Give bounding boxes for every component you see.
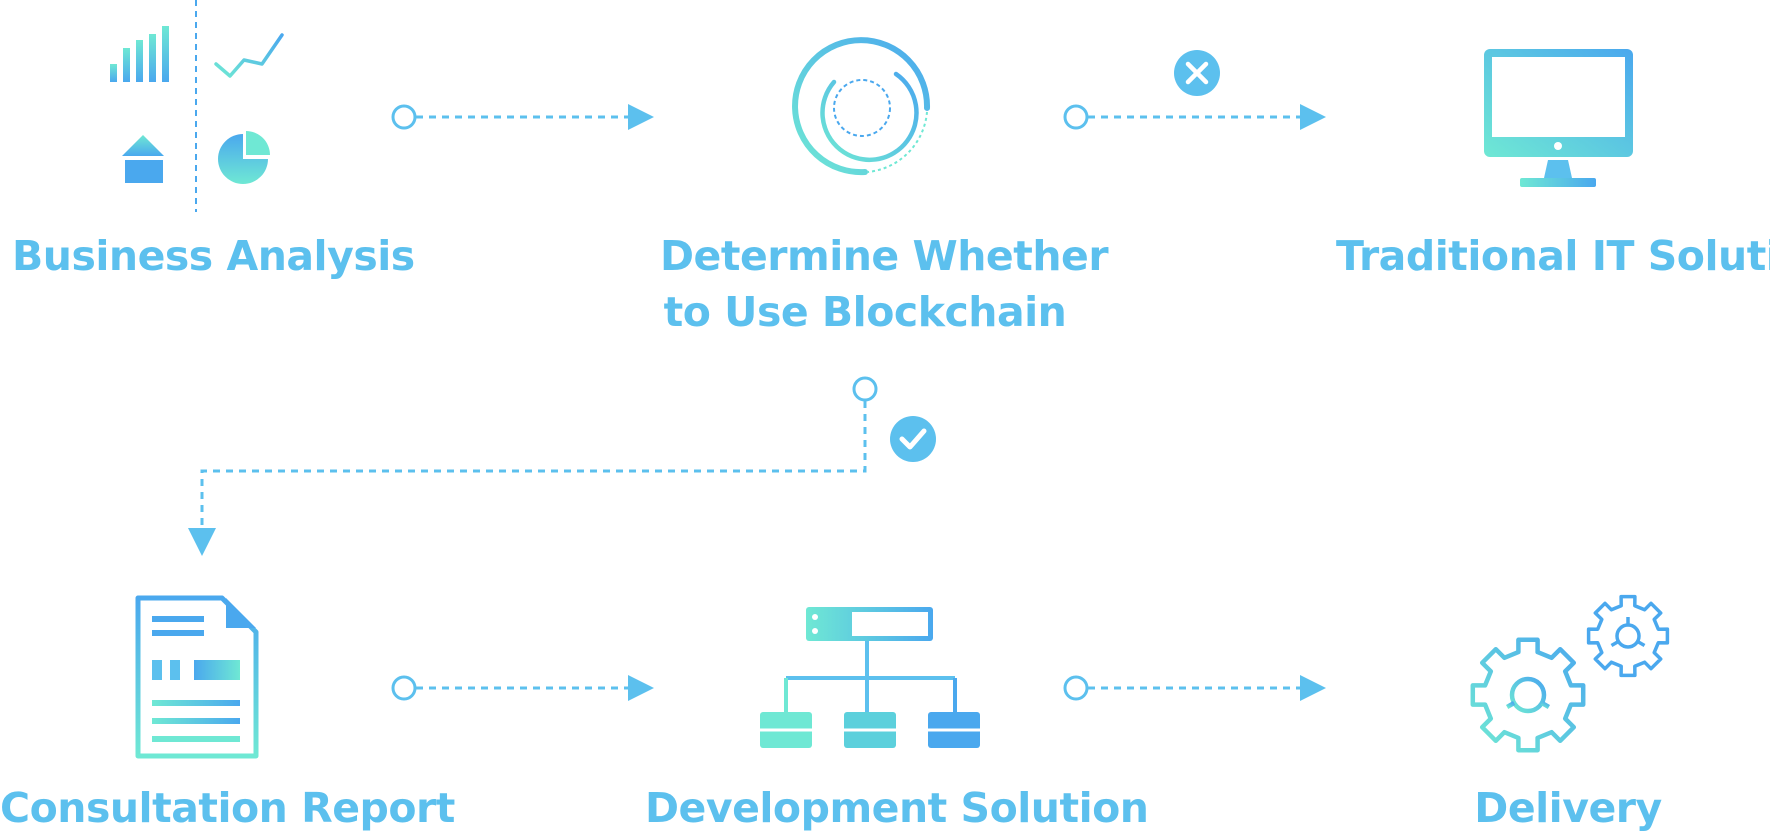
- bar-chart-icon: [110, 26, 169, 82]
- step-label-consultation-report: Consultation Report: [0, 784, 455, 832]
- connector-arrow: [391, 675, 654, 701]
- decision-rings-icon: [792, 37, 931, 176]
- pie-chart-icon: [218, 131, 270, 184]
- step-label-determine-line2: to Use Blockchain: [663, 288, 1067, 336]
- step-label-determine-line1: Determine Whether: [660, 232, 1109, 280]
- check-icon: [890, 416, 936, 462]
- connector-arrow-yes: [188, 376, 878, 556]
- step-label-traditional-it: Traditional IT Solution: [1336, 232, 1770, 280]
- monitor-icon: [1484, 49, 1633, 187]
- close-icon: [1174, 50, 1220, 96]
- step-label-development-solution: Development Solution: [645, 784, 1149, 832]
- step-label-determine: Determine Whether to Use Blockchain: [660, 228, 1109, 340]
- line-chart-icon: [214, 33, 284, 78]
- connector-arrow: [391, 104, 654, 130]
- gears-icon: [1470, 594, 1670, 753]
- step-label-delivery: Delivery: [1474, 784, 1662, 832]
- document-icon: [135, 595, 259, 759]
- connector-arrow: [1063, 675, 1326, 701]
- house-icon: [122, 135, 164, 183]
- business-analysis-icon: [86, 0, 300, 212]
- step-label-business-analysis: Business Analysis: [12, 232, 415, 280]
- network-hierarchy-icon: [760, 607, 980, 748]
- connector-arrow-no: [1063, 104, 1326, 130]
